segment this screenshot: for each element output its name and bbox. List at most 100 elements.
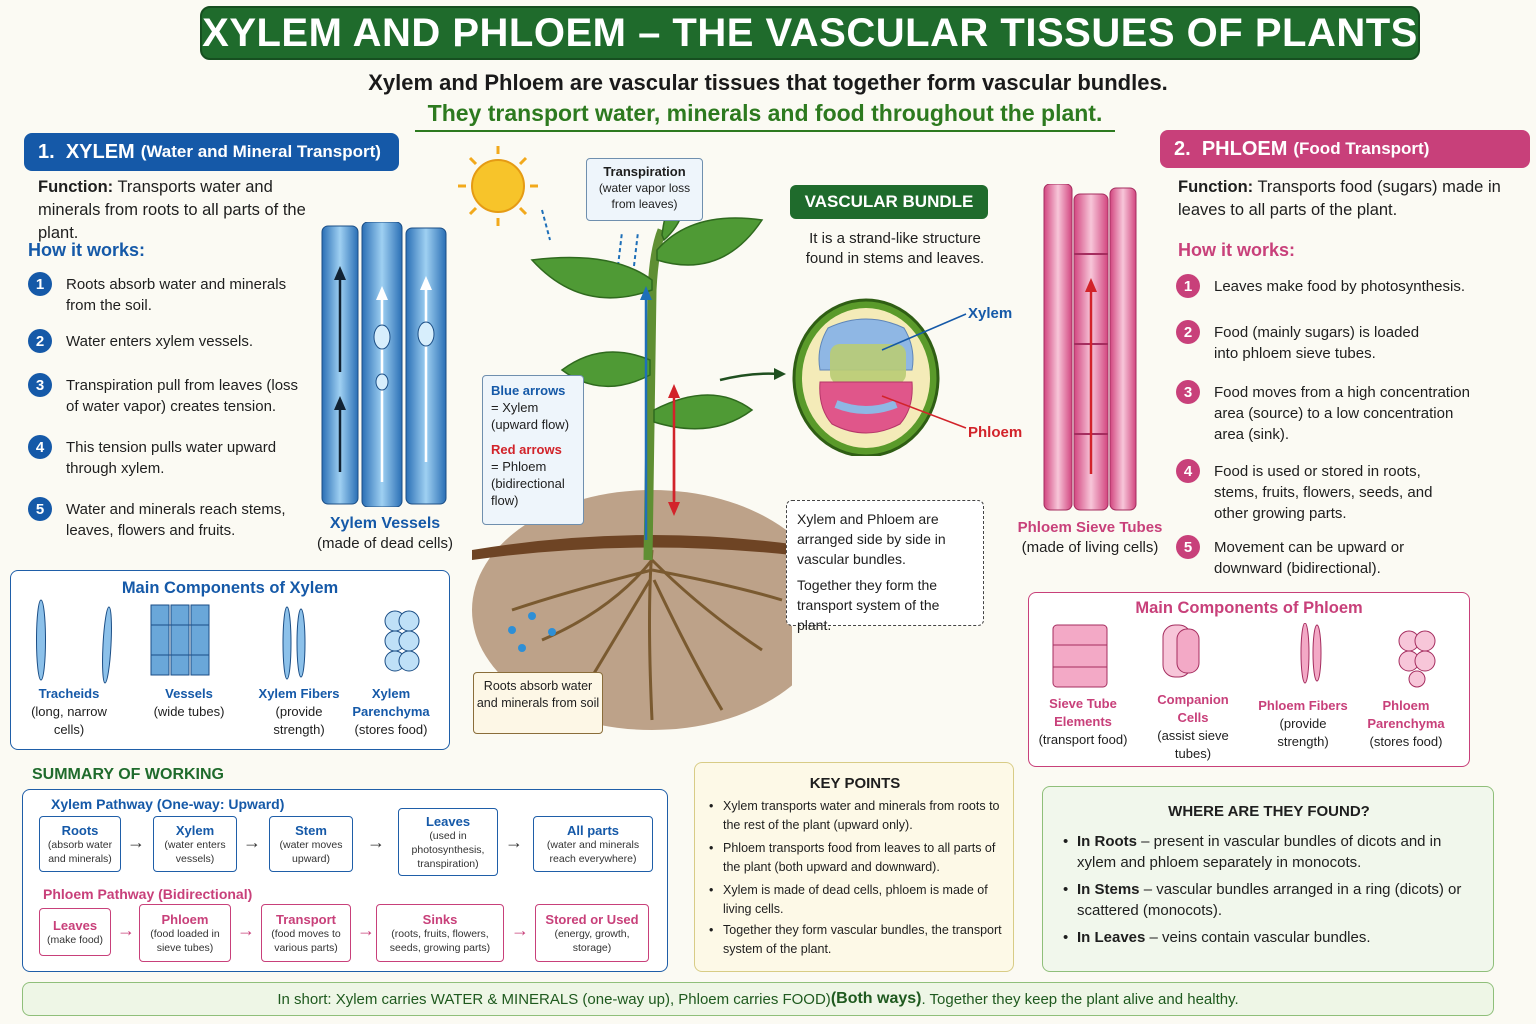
flow-title: Phloem — [161, 911, 209, 927]
component-name: Companion Cells — [1157, 692, 1229, 725]
component-desc: (transport food) — [1038, 732, 1128, 747]
xylem-flow-leaves: Leaves(used in photosynthesis, transpira… — [398, 808, 498, 876]
step-number: 3 — [1176, 380, 1200, 404]
phloem-flow-phloem: Phloem(food loaded in sieve tubes) — [139, 904, 231, 962]
summary-box: Xylem Pathway (One-way: Upward) Roots(ab… — [22, 789, 668, 972]
phloem-flow-transport: Transport(food moves to various parts) — [261, 904, 351, 962]
xylem-vessels-illustration — [321, 222, 447, 507]
xylem-vessels-caption: Xylem Vessels (made of dead cells) — [300, 514, 470, 554]
where-text: – veins contain vascular bundles. — [1145, 929, 1371, 946]
blue-arrows-desc: = Xylem (upward flow) — [491, 400, 570, 432]
phloem-flow-sinks: Sinks(roots, fruits, flowers, seeds, gro… — [376, 904, 504, 962]
flow-arrow: → — [127, 832, 145, 852]
component-desc: (wide tubes) — [153, 704, 225, 719]
subtitle-line-2: They transport water, minerals and food … — [415, 100, 1115, 132]
flow-title: Leaves — [425, 813, 471, 829]
step-number: 5 — [28, 497, 52, 521]
component-desc: (stores food) — [1369, 734, 1443, 749]
phloem-function-text: Transports food (sugars) made in leaves … — [1178, 178, 1501, 219]
step-number: 4 — [1176, 459, 1200, 483]
flow-desc: (water enters vessels) — [164, 838, 226, 865]
phloem-component-parenchyma: Phloem Parenchyma(stores food) — [1361, 697, 1451, 751]
step-text: Food is used or stored in roots, stems, … — [1214, 463, 1433, 522]
flow-desc: (energy, growth, storage) — [554, 927, 630, 954]
component-name: Sieve Tube Elements — [1049, 696, 1117, 729]
flow-arrow: → — [367, 832, 385, 852]
xylem-step-3: 3 Transpiration pull from leaves (loss of… — [28, 373, 313, 417]
key-point: Together they form vascular bundles, the… — [709, 921, 1005, 959]
transpiration-title: Transpiration — [603, 164, 686, 179]
xylem-component-fibers: Xylem Fibers(provide strength) — [251, 685, 347, 739]
phloem-section-heading: 2. PHLOEM (Food Transport) — [1160, 130, 1530, 168]
flow-arrow: → — [243, 832, 261, 852]
red-arrows-title: Red arrows — [491, 442, 562, 457]
flow-title: All parts — [566, 822, 619, 838]
bundle-label-phloem: Phloem — [968, 424, 1023, 441]
xylem-component-parenchyma: Xylem Parenchyma(stores food) — [347, 685, 435, 739]
where-found-stems: In Stems – vascular bundles arranged in … — [1063, 879, 1483, 921]
where-found-title: WHERE ARE THEY FOUND? — [1168, 803, 1370, 820]
step-number: 1 — [28, 272, 52, 296]
step-text: Leaves make food by photosynthesis. — [1214, 278, 1465, 295]
step-text: Transpiration pull from leaves (loss of … — [66, 377, 299, 415]
where-found-box: WHERE ARE THEY FOUND? In Roots – present… — [1042, 786, 1494, 972]
flow-desc: (used in photosynthesis, transpiration) — [411, 829, 485, 870]
red-arrows-desc: = Phloem (bidirectional flow) — [491, 459, 565, 508]
step-text: This tension pulls water upward through … — [66, 439, 277, 477]
key-points-title: KEY POINTS — [809, 775, 901, 792]
bottom-summary: In short: Xylem carries WATER & MINERALS… — [22, 982, 1494, 1016]
phloem-tubes-caption: Phloem Sieve Tubes (made of living cells… — [1010, 518, 1170, 558]
component-name: Phloem Fibers — [1258, 698, 1348, 713]
xylem-component-tracheids: Tracheids(long, narrow cells) — [19, 685, 119, 739]
xylem-components-title: Main Components of Xylem — [121, 579, 339, 597]
xylem-step-5: 5 Water and minerals reach stems, leaves,… — [28, 497, 298, 541]
where-text: – present in vascular bundles of dicots … — [1077, 833, 1442, 871]
phloem-heading-sub: (Food Transport) — [1293, 139, 1430, 158]
phloem-step-4: 4 Food is used or stored in roots, stems,… — [1176, 459, 1466, 524]
where-label: In Roots — [1077, 833, 1137, 850]
where-found-leaves: In Leaves – veins contain vascular bundl… — [1063, 927, 1483, 948]
phloem-component-companion: Companion Cells(assist sieve tubes) — [1145, 691, 1241, 763]
arrows-legend: Blue arrows = Xylem (upward flow) Red ar… — [482, 375, 584, 525]
vascular-bundle-note: Xylem and Phloem are arranged side by si… — [786, 500, 984, 633]
step-text: Water enters xylem vessels. — [66, 333, 253, 350]
flow-arrow: → — [117, 920, 135, 940]
key-point: Xylem is made of dead cells, phloem is m… — [709, 881, 1005, 919]
step-number: 3 — [28, 373, 52, 397]
component-desc: (long, narrow cells) — [31, 704, 107, 737]
flow-desc: (food loaded in sieve tubes) — [150, 927, 220, 954]
flow-title: Stored or Used — [545, 911, 639, 927]
step-text: Water and minerals reach stems, leaves, … — [66, 501, 286, 539]
phloem-components-icons — [1052, 623, 1436, 688]
blue-arrows-title: Blue arrows — [491, 383, 566, 398]
bundle-label-lines — [881, 313, 967, 429]
component-name: Vessels — [165, 686, 213, 701]
flow-title: Sinks — [422, 911, 458, 927]
vb-note-1: Xylem and Phloem are arranged side by si… — [797, 511, 946, 567]
xylem-flow-all-parts: All parts(water and minerals reach every… — [533, 816, 653, 872]
flow-desc: (roots, fruits, flowers, seeds, growing … — [389, 927, 491, 954]
xylem-function-label: Function: — [38, 178, 114, 196]
component-desc: (provide strength) — [1277, 716, 1329, 749]
flow-arrow: → — [237, 920, 255, 940]
flow-desc: (absorb water and minerals) — [47, 838, 113, 865]
flow-title: Xylem — [175, 822, 215, 838]
step-text: Food moves from a high concentration are… — [1214, 384, 1470, 443]
vascular-bundle-desc: It is a strand-like structure found in s… — [805, 230, 985, 267]
bottom-summary-part-3: . Together they keep the plant alive and… — [921, 990, 1239, 1008]
component-desc: (stores food) — [354, 722, 428, 737]
transpiration-callout: Transpiration (water vapor loss from lea… — [586, 158, 703, 221]
xylem-components-box: Main Components of Xylem Tracheids(long,… — [10, 570, 450, 750]
where-label: In Stems — [1077, 881, 1140, 898]
transpiration-desc: (water vapor loss from leaves) — [598, 181, 691, 211]
where-text: – vascular bundles arranged in a ring (d… — [1077, 881, 1462, 919]
roots-callout: Roots absorb water and minerals from soi… — [473, 672, 603, 734]
xylem-heading-sub: (Water and Mineral Transport) — [140, 142, 381, 161]
flow-desc: (food moves to various parts) — [271, 927, 341, 954]
phloem-step-3: 3 Food moves from a high concentration ar… — [1176, 380, 1476, 445]
xylem-components-icons — [36, 599, 420, 684]
